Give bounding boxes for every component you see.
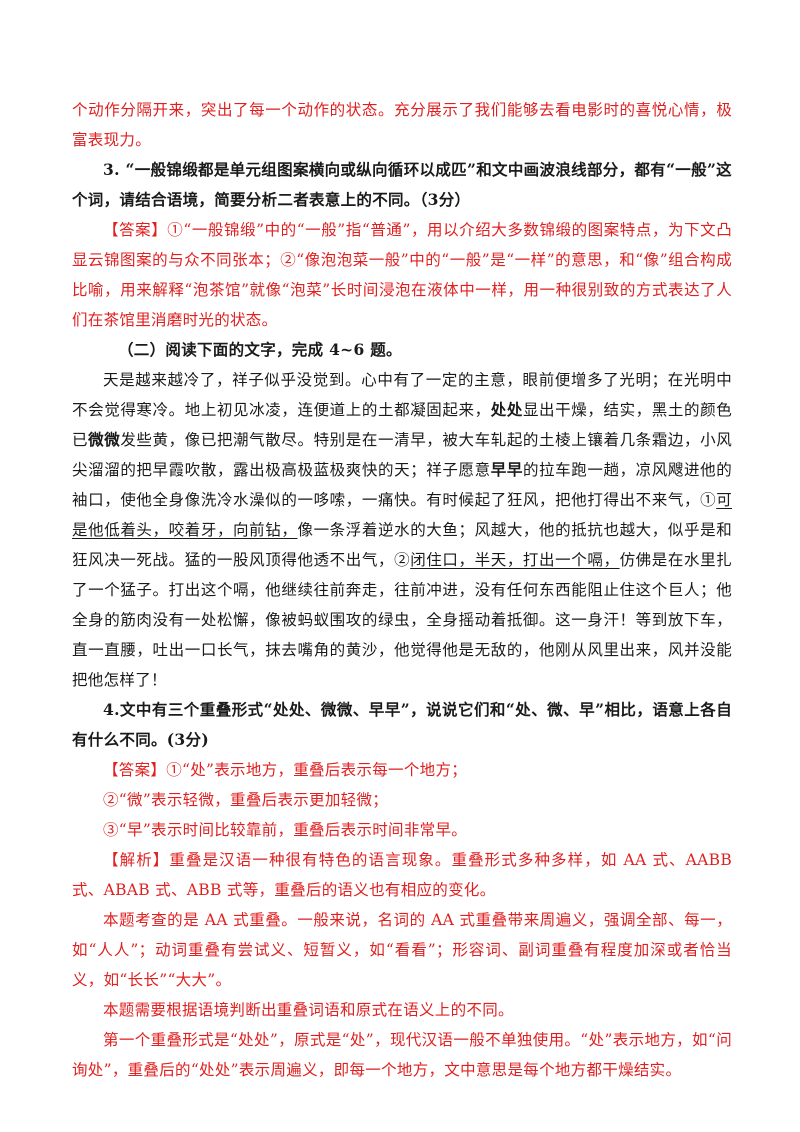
answer-4-line-2: ②“微”表示轻微，重叠后表示更加轻微；	[103, 791, 389, 809]
passage-text: 仿佛是在水里扎了一个猛子。打出这个嗝，他继续往前奔走，往前冲进，没有任何东西能阻…	[72, 551, 732, 689]
passage-text: 像一条浮着逆水的大鱼；风越大，他的抵抗也越大，似乎是和狂风决一死战。猛的一股风顶…	[72, 521, 732, 569]
question-4: 4.文中有三个重叠形式“处处、微微、早早”，说说它们和“处、微、早”相比，语意上…	[72, 700, 732, 749]
passage-bold-word: 微微	[88, 430, 121, 449]
answer-tag: 【答案】	[103, 221, 168, 239]
passage-text: 发些黄，像已把潮气散尽。特别是在一清早，被大车轧起的土棱上镶着几条霜边，小风尖溜…	[72, 431, 732, 479]
passage-bold-word: 处处	[490, 400, 523, 419]
passage-text: 天是越来越冷了，祥子似乎没觉到。心中有了一定的主意，眼前便增多了光明；在光明中不…	[72, 371, 732, 419]
passage-bold-word: 早早	[490, 460, 523, 479]
reading-passage: 天是越来越冷了，祥子似乎没觉到。心中有了一定的主意，眼前便增多了光明；在光明中不…	[72, 365, 732, 695]
marker-2: ②	[394, 551, 411, 569]
answer-4-line-3: ③“早”表示时间比较靠前，重叠后表示时间非常早。	[103, 821, 468, 839]
passage-text: 的拉车跑一趟，凉风飕进他的袖口，使他全身像洗冷水澡似的一哆嗦，一痛快。有时候起了…	[72, 461, 732, 509]
underlined-phrase-1: 可是他低着头，咬着牙，向前钻，	[72, 491, 732, 539]
explanation-4-para-3: 本题需要根据语境判断出重叠词语和原式在语义上的不同。	[103, 1001, 514, 1019]
underlined-phrase-2: 闭住口，半天，打出一个嗝，	[410, 551, 620, 569]
answer-3: 【答案】①“一般锦缎”中的“一般”指“普通”，用以介绍大多数锦缎的图案特点，为下…	[72, 215, 732, 335]
explanation-4-para-4: 第一个重叠形式是“处处”，原式是“处”，现代汉语一般不单独使用。“处”表示地方，…	[72, 1031, 732, 1079]
explanation-4-para-2: 本题考查的是 AA 式重叠。一般来说，名词的 AA 式重叠带来周遍义，强调全部、…	[72, 911, 732, 989]
answer-3-text: ①“一般锦缎”中的“一般”指“普通”，用以介绍大多数锦缎的图案特点，为下文凸显云…	[72, 221, 732, 329]
question-3: 3. “一般锦缎都是单元组图案横向或纵向循环以成匹”和文中画波浪线部分，都有“一…	[72, 160, 732, 209]
answer-4-line-1: 【答案】①“处”表示地方，重叠后表示每一个地方；	[72, 755, 732, 785]
explanation-4: 【解析】重叠是汉语一种很有特色的语言现象。重叠形式多种多样，如 AA 式、AAB…	[72, 845, 732, 905]
marker-1: ①	[700, 491, 717, 509]
explanation-text: 重叠是汉语一种很有特色的语言现象。重叠形式多种多样，如 AA 式、AABB 式、…	[72, 851, 733, 899]
document-page: 个动作分隔开来，突出了每一个动作的状态。充分展示了我们能够去看电影时的喜悦心情，…	[72, 95, 732, 1085]
passage-text: 显出干燥，结实，黑土的颜色已	[72, 401, 732, 449]
answer-continuation: 个动作分隔开来，突出了每一个动作的状态。充分展示了我们能够去看电影时的喜悦心情，…	[72, 101, 732, 149]
explanation-tag: 【解析】	[103, 851, 170, 869]
answer-tag: 【答案】	[103, 761, 167, 779]
section-2-heading: （二）阅读下面的文字，完成 4~6 题。	[118, 340, 402, 359]
answer-4-text: ①“处”表示地方，重叠后表示每一个地方；	[166, 761, 468, 779]
